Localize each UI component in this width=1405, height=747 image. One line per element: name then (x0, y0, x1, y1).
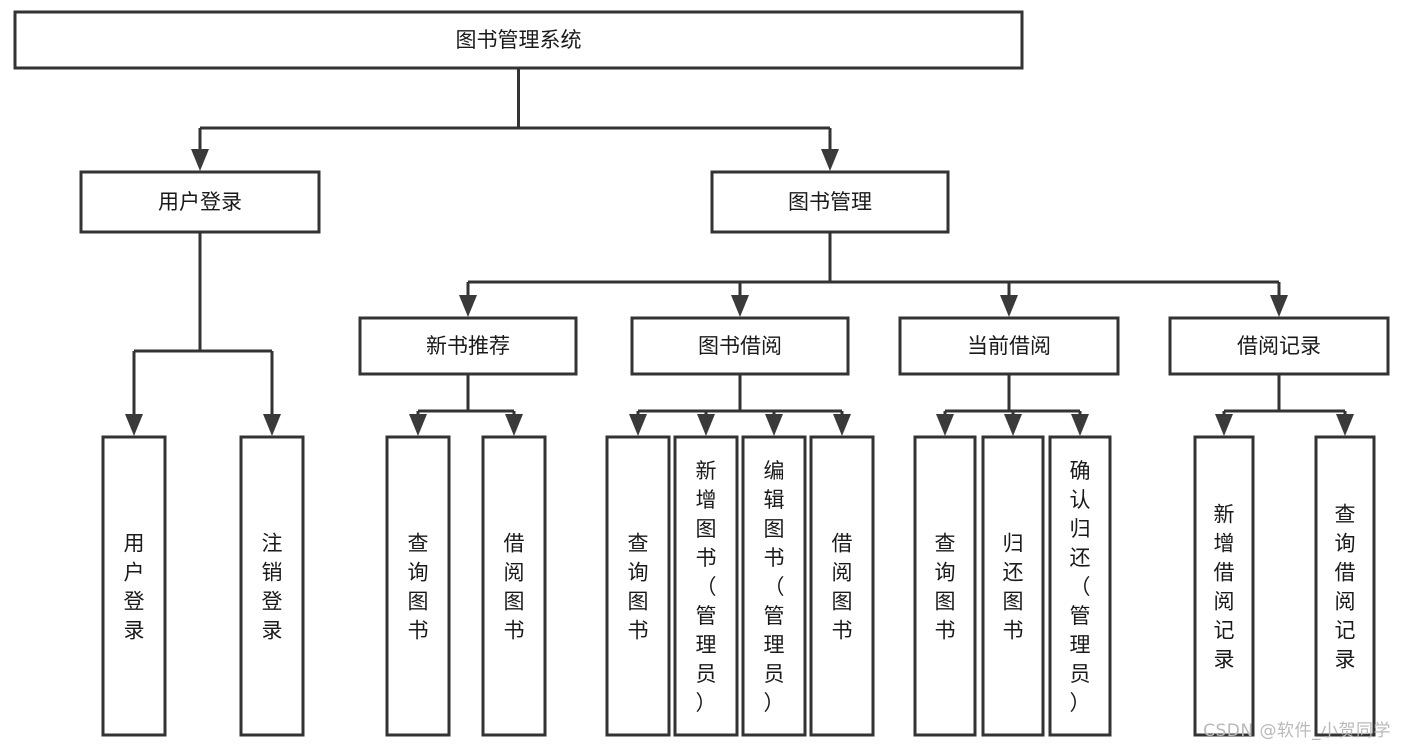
node-leaf-return-book[interactable]: 归还图书 (981, 435, 1045, 737)
node-leaf-add-record[interactable]: 新增借阅记录 (1193, 435, 1255, 737)
arrow-head-icon (936, 414, 954, 436)
arrow-head-icon (191, 149, 209, 171)
arrow-head-icon (1270, 295, 1288, 317)
node-box-leaf-borrow-book-1[interactable] (481, 435, 547, 737)
node-label-new-book-rec: 新书推荐 (426, 334, 510, 358)
connector-borrowrecord-to-leaves (1215, 374, 1354, 436)
connector-userlogin-to-leaves (125, 232, 281, 436)
node-box-leaf-return-book[interactable] (981, 435, 1045, 737)
node-label-leaf-add-record: 新增借阅记录 (1214, 503, 1235, 672)
arrow-head-icon (505, 414, 523, 436)
arrow-head-icon (1071, 414, 1089, 436)
node-box-new-book-rec[interactable] (358, 316, 578, 376)
node-book-manage[interactable]: 图书管理 (710, 170, 950, 234)
connector-bookmanage-to-submodules (459, 232, 1288, 317)
node-label-leaf-edit-book: 编辑图书（管理员） (764, 459, 785, 715)
arrow-head-icon (1215, 414, 1233, 436)
arrow-head-icon (1004, 414, 1022, 436)
node-layer: 图书管理系统用户登录图书管理新书推荐图书借阅当前借阅借阅记录用户登录注销登录查询… (13, 10, 1390, 737)
node-box-leaf-borrow-book-2[interactable] (809, 435, 875, 737)
arrow-head-icon (765, 414, 783, 436)
node-leaf-borrow-book-2[interactable]: 借阅图书 (809, 435, 875, 737)
node-box-leaf-query-record[interactable] (1314, 435, 1376, 737)
arrow-head-icon (821, 149, 839, 171)
node-box-leaf-query-book-1[interactable] (385, 435, 451, 737)
node-leaf-query-record[interactable]: 查询借阅记录 (1314, 435, 1376, 737)
arrow-head-icon (1000, 295, 1018, 317)
node-label-borrow-record: 借阅记录 (1237, 334, 1321, 358)
node-box-book-borrow[interactable] (630, 316, 850, 376)
node-box-book-manage[interactable] (710, 170, 950, 234)
node-leaf-confirm-return[interactable]: 确认归还（管理员） (1048, 435, 1112, 737)
arrow-head-icon (833, 414, 851, 436)
node-box-borrow-record[interactable] (1168, 316, 1390, 376)
node-box-user-login[interactable] (79, 170, 321, 234)
node-root[interactable]: 图书管理系统 (13, 10, 1024, 70)
node-leaf-query-book-3[interactable]: 查询图书 (913, 435, 977, 737)
node-label-leaf-borrow-book-1: 借阅图书 (504, 532, 525, 643)
node-leaf-query-book-1[interactable]: 查询图书 (385, 435, 451, 737)
node-box-leaf-user-login[interactable] (101, 435, 167, 737)
arrow-head-icon (1336, 414, 1354, 436)
node-user-login[interactable]: 用户登录 (79, 170, 321, 234)
node-label-current-borrow: 当前借阅 (967, 334, 1051, 358)
node-box-leaf-query-book-2[interactable] (605, 435, 671, 737)
node-label-leaf-query-book-3: 查询图书 (935, 532, 956, 643)
node-leaf-query-book-2[interactable]: 查询图书 (605, 435, 671, 737)
node-label-book-borrow: 图书借阅 (698, 334, 782, 358)
node-box-current-borrow[interactable] (898, 316, 1120, 376)
node-box-leaf-add-book[interactable] (673, 435, 739, 737)
node-box-leaf-confirm-return[interactable] (1048, 435, 1112, 737)
node-label-leaf-query-record: 查询借阅记录 (1335, 503, 1356, 672)
arrow-head-icon (629, 414, 647, 436)
arrow-head-icon (263, 414, 281, 436)
node-box-leaf-add-record[interactable] (1193, 435, 1255, 737)
node-new-book-rec[interactable]: 新书推荐 (358, 316, 578, 376)
connector-layer (125, 68, 1354, 436)
arrow-head-icon (731, 295, 749, 317)
connector-newbook-to-leaves (409, 374, 523, 436)
node-leaf-add-book[interactable]: 新增图书（管理员） (673, 435, 739, 737)
node-label-leaf-query-book-1: 查询图书 (408, 532, 429, 643)
node-leaf-logout[interactable]: 注销登录 (239, 435, 305, 737)
node-leaf-edit-book[interactable]: 编辑图书（管理员） (741, 435, 807, 737)
arrow-head-icon (125, 414, 143, 436)
node-label-leaf-logout: 注销登录 (262, 532, 283, 643)
arrow-head-icon (459, 295, 477, 317)
node-borrow-record[interactable]: 借阅记录 (1168, 316, 1390, 376)
node-label-leaf-borrow-book-2: 借阅图书 (832, 532, 853, 643)
node-label-leaf-query-book-2: 查询图书 (628, 532, 649, 643)
node-box-leaf-logout[interactable] (239, 435, 305, 737)
connector-bookborrow-to-leaves (629, 374, 851, 436)
node-label-user-login: 用户登录 (158, 190, 242, 214)
node-box-leaf-edit-book[interactable] (741, 435, 807, 737)
node-box-root[interactable] (13, 10, 1024, 70)
node-leaf-user-login[interactable]: 用户登录 (101, 435, 167, 737)
connector-root-to-modules (191, 68, 839, 171)
node-label-book-manage: 图书管理 (788, 190, 872, 214)
node-label-leaf-user-login: 用户登录 (124, 532, 145, 643)
node-leaf-borrow-book-1[interactable]: 借阅图书 (481, 435, 547, 737)
node-book-borrow[interactable]: 图书借阅 (630, 316, 850, 376)
node-current-borrow[interactable]: 当前借阅 (898, 316, 1120, 376)
node-label-leaf-return-book: 归还图书 (1003, 532, 1024, 643)
node-label-leaf-confirm-return: 确认归还（管理员） (1070, 459, 1091, 715)
node-label-leaf-add-book: 新增图书（管理员） (696, 459, 717, 715)
arrow-head-icon (697, 414, 715, 436)
node-box-leaf-query-book-3[interactable] (913, 435, 977, 737)
arrow-head-icon (409, 414, 427, 436)
node-label-root: 图书管理系统 (456, 28, 582, 52)
connector-currentborrow-to-leaves (936, 374, 1089, 436)
